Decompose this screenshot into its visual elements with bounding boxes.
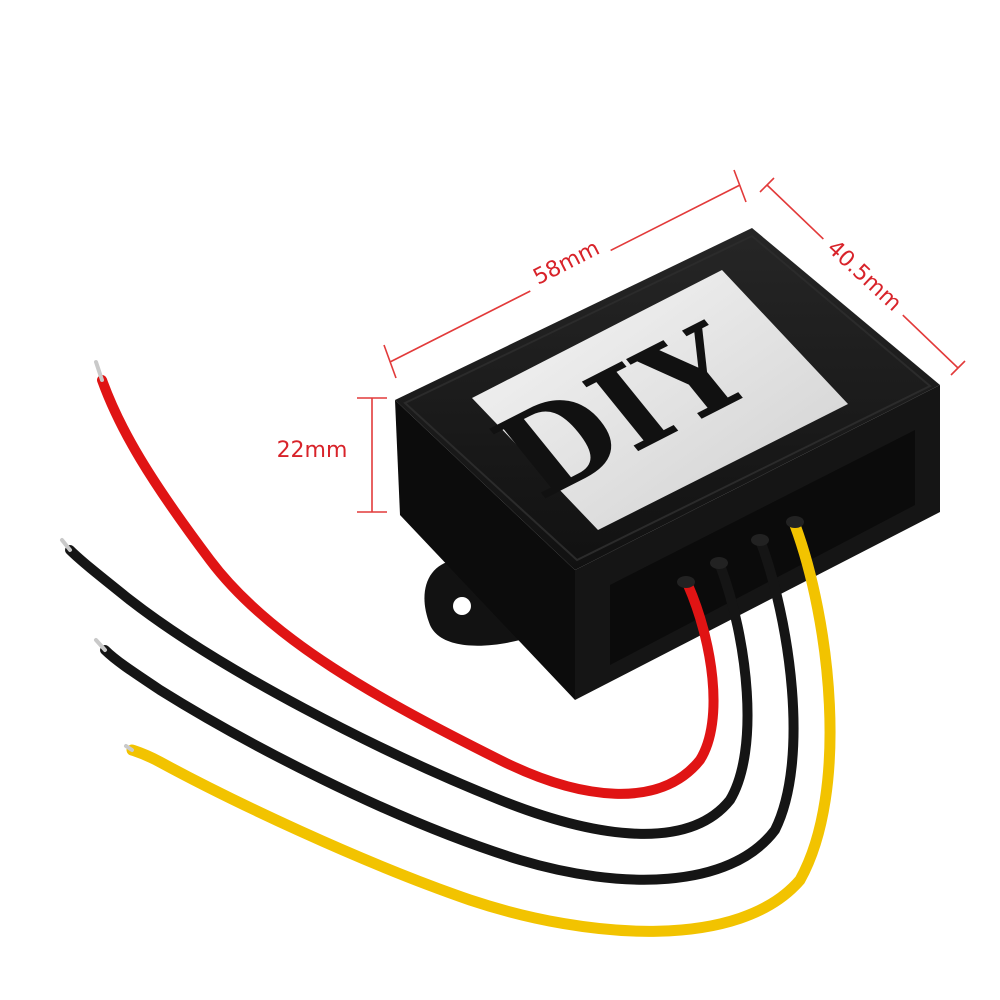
black-wire-2-tip [94, 638, 107, 652]
height-label: 22mm [277, 438, 348, 463]
dimension-height: 22mm [277, 397, 387, 513]
label-panel [472, 270, 848, 530]
black-wire-2 [100, 535, 799, 885]
yellow-wire-tip [124, 744, 134, 752]
converter-housing: DIY [395, 228, 940, 700]
yellow-wire [126, 519, 836, 937]
wire-grommets [677, 516, 804, 588]
black-wire-1-tip [60, 538, 72, 552]
wires [60, 360, 836, 937]
black-wire-1 [65, 545, 753, 839]
red-wire-tip [94, 360, 104, 382]
red-wire [97, 375, 719, 799]
mounting-hole [453, 597, 471, 615]
